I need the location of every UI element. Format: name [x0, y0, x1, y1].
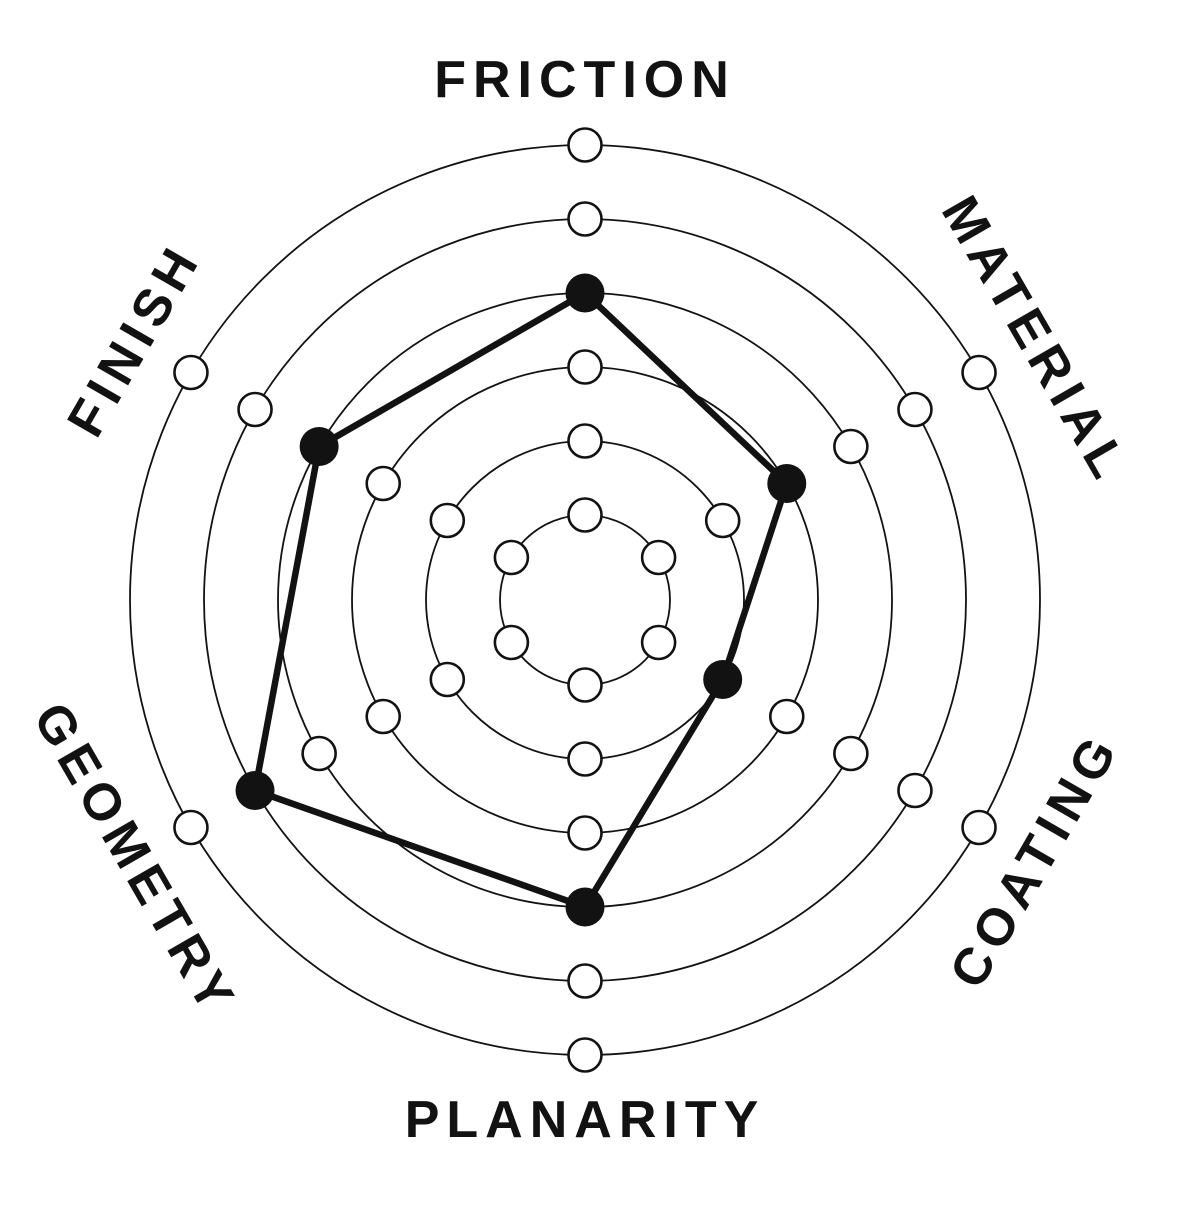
tick-dot-finish-1 [493, 539, 530, 576]
tick-dot-material-6 [961, 354, 997, 391]
tick-dot-planarity-5 [567, 963, 603, 999]
axis-label-finish: FINISH [56, 234, 212, 447]
axis-label-material: MATERIAL [930, 187, 1141, 494]
tick-dot-friction-6 [567, 127, 603, 163]
tick-dot-coating-3 [768, 698, 805, 735]
value-dot-planarity [565, 887, 605, 927]
tick-dot-planarity-1 [567, 667, 603, 703]
grid-ring-2 [425, 440, 745, 760]
tick-dot-material-5 [897, 391, 933, 428]
tick-dot-friction-2 [567, 423, 603, 459]
tick-dot-geometry-1 [493, 624, 530, 661]
tick-dot-planarity-6 [567, 1037, 603, 1073]
value-dot-finish [299, 427, 339, 466]
axis-label-planarity: PLANARITY [405, 1091, 766, 1149]
tick-dot-coating-6 [961, 809, 997, 846]
tick-dot-finish-5 [237, 391, 273, 428]
tick-dot-finish-2 [429, 502, 466, 539]
tick-dot-finish-6 [173, 354, 209, 391]
tick-dot-geometry-6 [173, 809, 209, 846]
radar-value-polygon [251, 289, 791, 911]
value-dot-material [767, 464, 807, 503]
tick-dot-geometry-4 [301, 735, 337, 772]
tick-dot-friction-3 [567, 349, 603, 385]
grid-ring-5 [203, 218, 967, 982]
tick-dot-geometry-2 [429, 661, 466, 698]
grid-ring-4 [277, 292, 893, 908]
tick-dot-material-4 [833, 428, 869, 465]
axis-label-coating: COATING [939, 722, 1132, 998]
tick-dot-planarity-2 [567, 741, 603, 777]
tick-dot-geometry-3 [365, 698, 402, 735]
tick-dot-planarity-3 [567, 815, 603, 851]
value-dot-coating [703, 660, 743, 699]
tick-dot-material-1 [640, 539, 677, 576]
grid-ring-1 [499, 514, 671, 686]
tick-dot-finish-3 [365, 465, 402, 502]
tick-dot-material-2 [704, 502, 741, 539]
tick-dot-friction-5 [567, 201, 603, 237]
tick-dot-coating-1 [640, 624, 677, 661]
tick-dot-coating-5 [897, 772, 933, 809]
axis-label-friction: FRICTION [434, 51, 736, 109]
value-dot-geometry [235, 771, 275, 810]
value-dot-friction [565, 273, 605, 313]
tick-dot-coating-4 [833, 735, 869, 772]
axis-label-geometry: GEOMETRY [22, 693, 248, 1027]
tick-dot-friction-1 [567, 497, 603, 533]
